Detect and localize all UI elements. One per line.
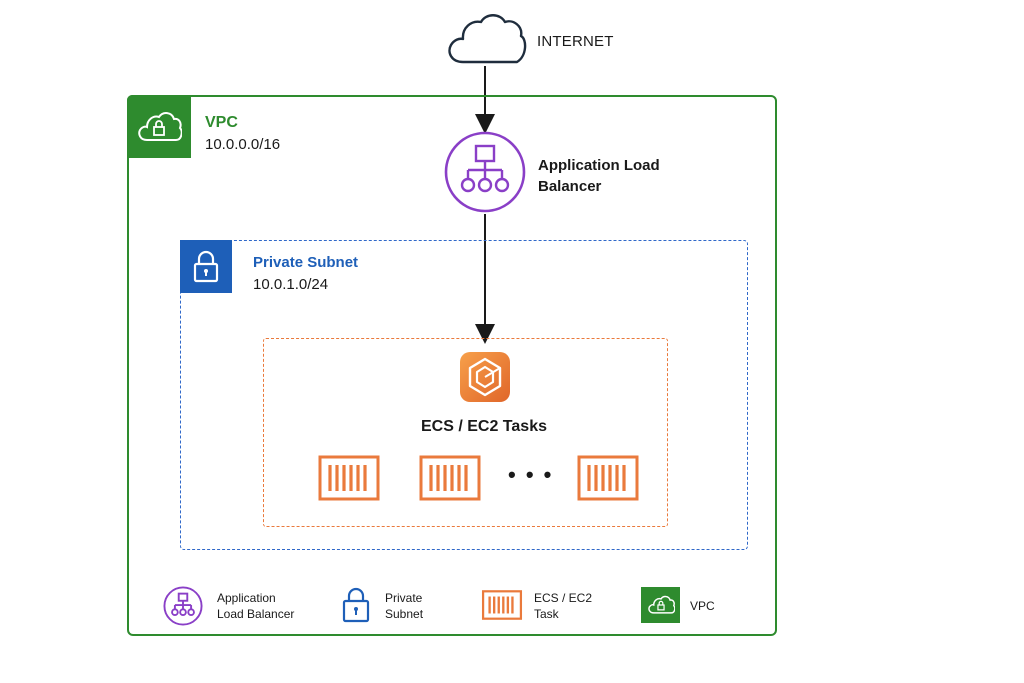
ecs-icon	[458, 350, 512, 404]
legend-task-line1: ECS / EC2	[534, 591, 593, 605]
load-balancer-icon	[443, 130, 527, 214]
legend-alb-line2: Load Balancer	[217, 607, 295, 621]
legend-container-icon	[481, 590, 523, 620]
legend-task-line2: Task	[534, 607, 559, 621]
private-subnet-container	[180, 240, 748, 550]
vpc-cidr: 10.0.0.0/16	[205, 136, 281, 153]
ecs-tasks-container	[263, 338, 668, 527]
legend-lock-icon	[341, 586, 371, 624]
legend-subnet-line1: Private	[385, 591, 423, 605]
legend-subnet-line2: Subnet	[385, 607, 424, 621]
alb-label-line1: Application Load	[538, 157, 660, 174]
legend-load-balancer-icon	[163, 586, 203, 626]
legend-vpc-label: VPC	[690, 599, 715, 613]
vpc-title: VPC	[205, 114, 238, 131]
container-icon	[419, 455, 481, 501]
legend-alb-label: Application Load Balancer	[217, 590, 312, 622]
vpc-cloud-lock-icon	[127, 95, 191, 158]
cloud-icon	[445, 10, 527, 66]
alb-label-line2: Balancer	[538, 178, 602, 195]
lock-icon	[180, 240, 232, 293]
subnet-cidr: 10.0.1.0/24	[253, 276, 329, 293]
tasks-title: ECS / EC2 Tasks	[421, 418, 547, 435]
container-icon	[577, 455, 639, 501]
alb-label: Application Load Balancer	[538, 155, 688, 197]
subnet-title: Private Subnet	[253, 254, 359, 271]
legend-task-label: ECS / EC2 Task	[534, 590, 604, 622]
vpc-container	[127, 95, 777, 636]
legend-subnet-label: Private Subnet	[385, 590, 445, 622]
legend-vpc-icon	[641, 587, 680, 623]
internet-label: INTERNET	[537, 33, 614, 50]
container-icon	[318, 455, 380, 501]
ellipsis: • • •	[508, 462, 554, 487]
legend-alb-line1: Application	[217, 591, 276, 605]
